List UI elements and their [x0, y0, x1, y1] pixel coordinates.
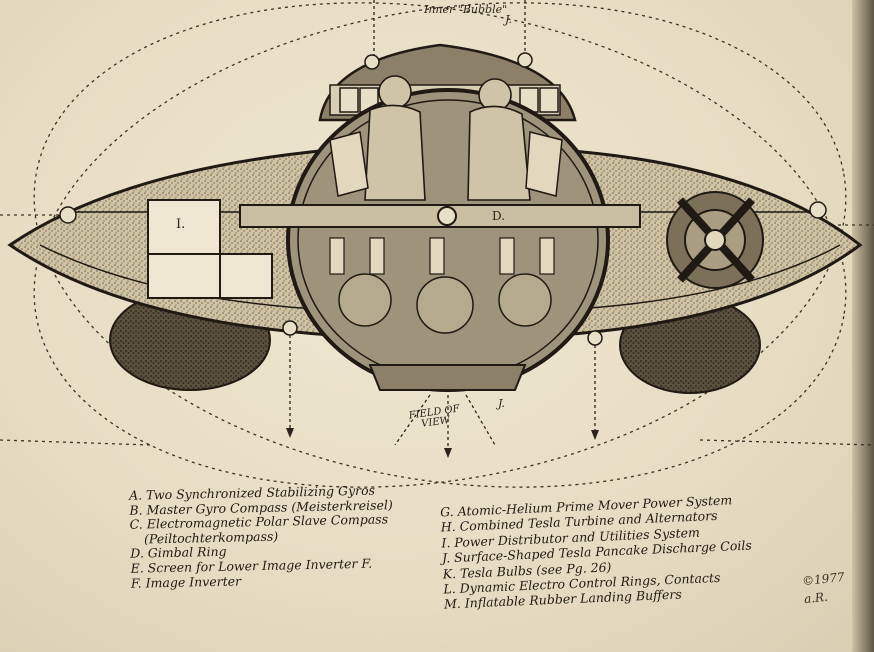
tesla-bulb-markers — [59, 52, 827, 346]
d-ring-label: D. — [492, 209, 506, 223]
power-distributor-box — [147, 199, 273, 299]
copyright-signature: ©1977 a.R. — [801, 568, 847, 608]
gyros — [338, 273, 552, 334]
turbine-assembly — [666, 191, 764, 289]
inner-bubble-label: Inner "Bubble" — [424, 3, 508, 16]
legend-right: G. Atomic-Helium Prime Mover Power Syste… — [440, 492, 754, 613]
pilot-figures — [364, 75, 531, 201]
book-spine-shadow — [852, 0, 874, 652]
j-top-label: J. — [505, 13, 513, 26]
view-arrows — [289, 0, 596, 450]
j-bottom-label: J. — [498, 397, 506, 410]
legend-left: A. Two Synchronized Stabilizing Gyros B.… — [129, 483, 394, 591]
i-box-label: I. — [176, 217, 186, 232]
